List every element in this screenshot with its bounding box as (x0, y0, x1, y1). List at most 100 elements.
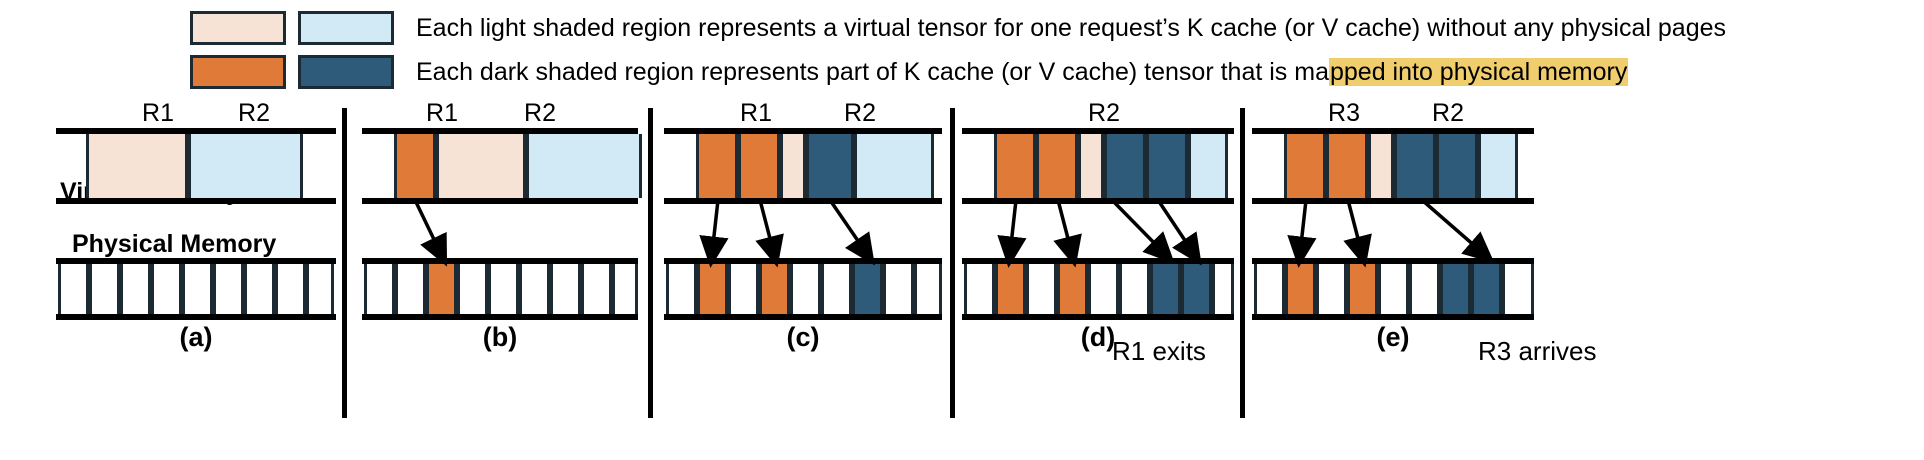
physical-cell-mapped-k (426, 264, 457, 320)
physical-cell (306, 264, 334, 320)
virtual-block-k-light (86, 134, 188, 198)
physical-cell-mapped-k (759, 264, 790, 320)
panel-caption-b: (b) (482, 322, 518, 352)
physical-cell (213, 264, 244, 320)
panel-divider-a-b (342, 108, 347, 418)
panel-e: R3 R2 (1252, 99, 1534, 400)
virtual-memory-row (962, 134, 1234, 198)
virtual-block-k-light (1368, 134, 1394, 198)
request-label-r2: R2 (844, 99, 876, 127)
virtual-block-v-dark (1104, 134, 1146, 198)
arrow-virtual-to-physical (1287, 199, 1317, 268)
virtual-block-k-dark (1326, 134, 1368, 198)
virtual-rail-bottom (1252, 198, 1534, 204)
physical-rail-top (962, 258, 1234, 264)
request-label-r2: R2 (238, 99, 270, 127)
physical-rail-bottom (362, 314, 638, 320)
virtual-block-k-dark (1284, 134, 1326, 198)
virtual-block-v-dark (1146, 134, 1188, 198)
virtual-rail-bottom (664, 198, 942, 204)
request-label-r2: R2 (524, 99, 556, 127)
panel-b: R1 R2 (362, 99, 642, 400)
arrow-virtual-to-physical (755, 199, 784, 268)
virtual-memory-row (362, 134, 642, 198)
virtual-rail-bottom (362, 198, 638, 204)
physical-rail-bottom (664, 314, 942, 320)
physical-rail-bottom (56, 314, 336, 320)
virtual-block-v-dark (1436, 134, 1478, 198)
panel-caption-e: (e) (1376, 322, 1410, 352)
physical-cell (790, 264, 821, 320)
transition-note-r1-exits: R1 exits (1112, 336, 1206, 366)
physical-rail-bottom (962, 314, 1234, 320)
physical-memory-row (1252, 264, 1534, 320)
legend-row-light: Each light shaded region represents a vi… (190, 8, 1726, 48)
virtual-block-k-dark (394, 134, 436, 198)
physical-memory-row (56, 264, 336, 320)
arrow-virtual-to-physical (1420, 198, 1495, 264)
arrow-virtual-to-physical (828, 199, 875, 266)
physical-cell (821, 264, 852, 320)
physical-cell (151, 264, 182, 320)
virtual-block-v-light (1478, 134, 1518, 198)
physical-rail-bottom (1252, 314, 1534, 320)
panel-d: R2 (962, 99, 1234, 400)
virtual-block-k-dark (696, 134, 738, 198)
virtual-memory-row (56, 134, 336, 198)
request-label-r2: R2 (1432, 99, 1464, 127)
virtual-block-k-light (436, 134, 526, 198)
physical-memory-row (962, 264, 1234, 320)
physical-cell-mapped-k (697, 264, 728, 320)
physical-rail-top (56, 258, 336, 264)
virtual-block-v-light (188, 134, 303, 198)
physical-rail-top (664, 258, 942, 264)
physical-cell (89, 264, 120, 320)
legend-dark-text: Each dark shaded region represents part … (416, 55, 1629, 89)
panel-caption-a: (a) (179, 322, 213, 352)
panel-c: R1 R2 (664, 99, 942, 400)
transition-note-r3-arrives: R3 arrives (1478, 336, 1597, 366)
virtual-rail-top (1252, 128, 1534, 134)
arrow-virtual-to-physical (1343, 199, 1372, 268)
arrow-virtual-to-physical (1053, 199, 1082, 268)
physical-cell (1316, 264, 1347, 320)
physical-cell (581, 264, 612, 320)
physical-cell (120, 264, 151, 320)
physical-memory-row (362, 264, 638, 320)
virtual-block-k-dark (1036, 134, 1078, 198)
physical-cell (666, 264, 697, 320)
dark-v-cache-swatch (298, 55, 394, 89)
physical-cell (1026, 264, 1057, 320)
physical-cell-mapped-v (852, 264, 883, 320)
physical-cell (1254, 264, 1285, 320)
arrow-virtual-to-physical (1110, 198, 1175, 264)
request-label-r1: R1 (142, 99, 174, 127)
arrow-virtual-to-physical (413, 199, 448, 267)
light-k-cache-swatch (190, 11, 286, 45)
physical-rail-top (1252, 258, 1534, 264)
panel-divider-d-e (1240, 108, 1245, 418)
virtual-memory-row (664, 134, 942, 198)
physical-cell-mapped-k (1285, 264, 1316, 320)
arrow-virtual-to-physical (997, 199, 1027, 268)
virtual-block-k-light (780, 134, 806, 198)
virtual-block-v-light (854, 134, 934, 198)
physical-cell (275, 264, 306, 320)
physical-cell (58, 264, 89, 320)
request-label-r1: R1 (426, 99, 458, 127)
physical-cell-mapped-v (1440, 264, 1471, 320)
virtual-rail-top (962, 128, 1234, 134)
request-label-r2: R2 (1088, 99, 1120, 127)
legend-dark-text-highlighted: pped into physical memory (1328, 58, 1629, 86)
physical-cell (1212, 264, 1234, 320)
dark-k-cache-swatch (190, 55, 286, 89)
physical-cell (364, 264, 395, 320)
virtual-rail-top (664, 128, 942, 134)
virtual-block-v-dark (806, 134, 854, 198)
physical-cell (395, 264, 426, 320)
virtual-block-v-light (1188, 134, 1228, 198)
physical-cell (550, 264, 581, 320)
light-v-cache-swatch (298, 11, 394, 45)
request-label-r1: R1 (740, 99, 772, 127)
virtual-block-k-dark (738, 134, 780, 198)
